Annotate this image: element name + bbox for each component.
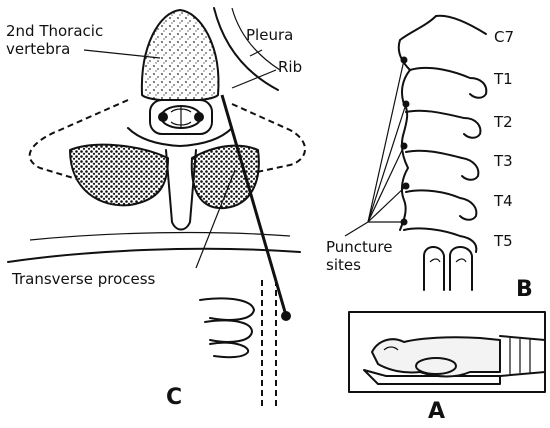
panel-letter-b: B (516, 277, 533, 302)
label-vertebra-line1: 2nd Thoracic (6, 22, 103, 40)
spinous-processes (404, 16, 486, 252)
panel-b: C7 T1 T2 T3 T4 T5 Puncture sites B (326, 16, 533, 302)
drape (500, 336, 545, 376)
skin-line (8, 249, 300, 262)
caption-puncture: Puncture (326, 238, 393, 256)
label-vertebra-line2: vertebra (6, 40, 70, 58)
label-pleura: Pleura (246, 26, 293, 44)
level-label-c7: C7 (494, 28, 514, 46)
puncture-leaders (345, 60, 406, 236)
paraspinal-muscle-right (192, 146, 259, 209)
vertebral-body (142, 10, 219, 101)
panel-letter-a: A (428, 399, 445, 423)
level-label-t3: T3 (493, 152, 513, 170)
level-label-t1: T1 (493, 70, 513, 88)
level-label-t5: T5 (493, 232, 513, 250)
level-label-t4: T4 (493, 192, 513, 210)
spine-silhouette (399, 16, 436, 230)
pleura-curve (214, 8, 278, 90)
label-rib: Rib (278, 58, 302, 76)
hand-drawing-b (424, 247, 472, 290)
spinal-cord (150, 100, 212, 134)
hand-drawing-c (200, 298, 254, 357)
level-label-t2: T2 (493, 113, 513, 131)
patient-figure (372, 337, 500, 376)
caption-sites: sites (326, 256, 361, 274)
label-transverse-process: Transverse process (11, 270, 156, 288)
paraspinal-muscle-left (70, 145, 168, 206)
panel-c: 2nd Thoracic vertebra Pleura Rib Transve… (6, 8, 305, 410)
panel-a: A (349, 312, 545, 423)
panel-letter-c: C (166, 385, 182, 410)
